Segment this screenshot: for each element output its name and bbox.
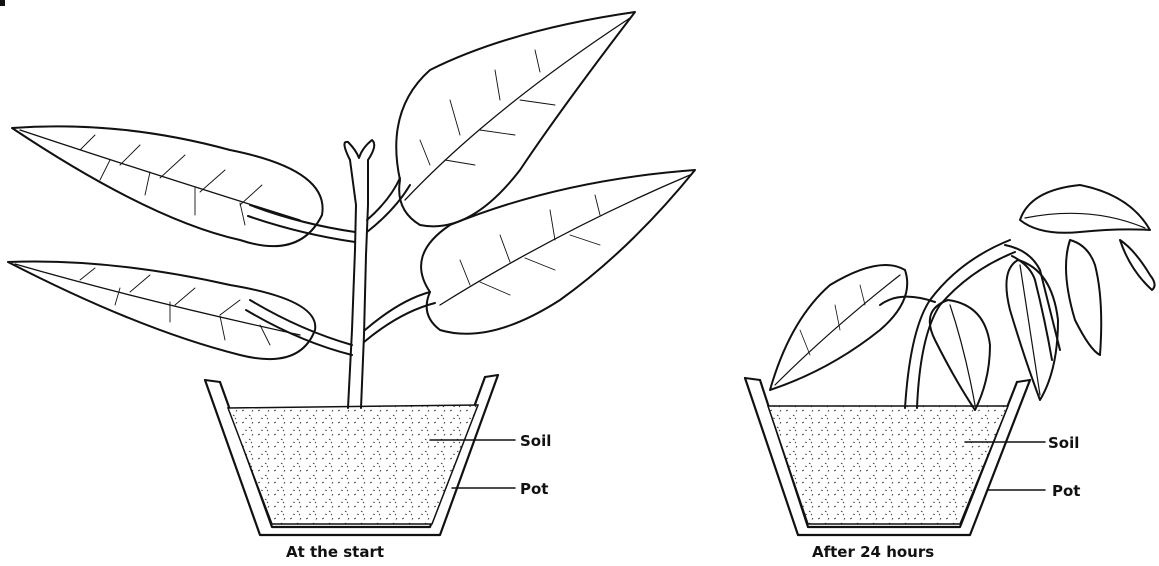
pot-label-left: Pot xyxy=(520,480,548,498)
wilted-leaf-top xyxy=(1020,185,1150,233)
wilted-leaf-left xyxy=(770,265,907,390)
leaf-lower-right xyxy=(421,170,695,334)
leaf-upper-left xyxy=(12,126,323,246)
leaf-upper-right xyxy=(396,12,635,226)
wilted-leaf-right xyxy=(1066,240,1155,355)
caption-after-24-hours: After 24 hours xyxy=(812,543,934,561)
soil-label-right: Soil xyxy=(1048,434,1079,452)
wilted-leaf-middle xyxy=(930,300,990,410)
soil-right xyxy=(768,406,1008,524)
corner-mark xyxy=(0,0,5,6)
figure-after-24-hours: Soil Pot After 24 hours xyxy=(745,185,1155,561)
soil-label-left: Soil xyxy=(520,432,551,450)
wilted-leaf-center xyxy=(1006,260,1058,400)
stem-left xyxy=(246,140,435,408)
caption-at-start: At the start xyxy=(286,543,384,561)
figure-at-start: Soil Pot At the start xyxy=(8,12,695,561)
pot-label-right: Pot xyxy=(1052,482,1080,500)
soil-left xyxy=(228,405,478,524)
